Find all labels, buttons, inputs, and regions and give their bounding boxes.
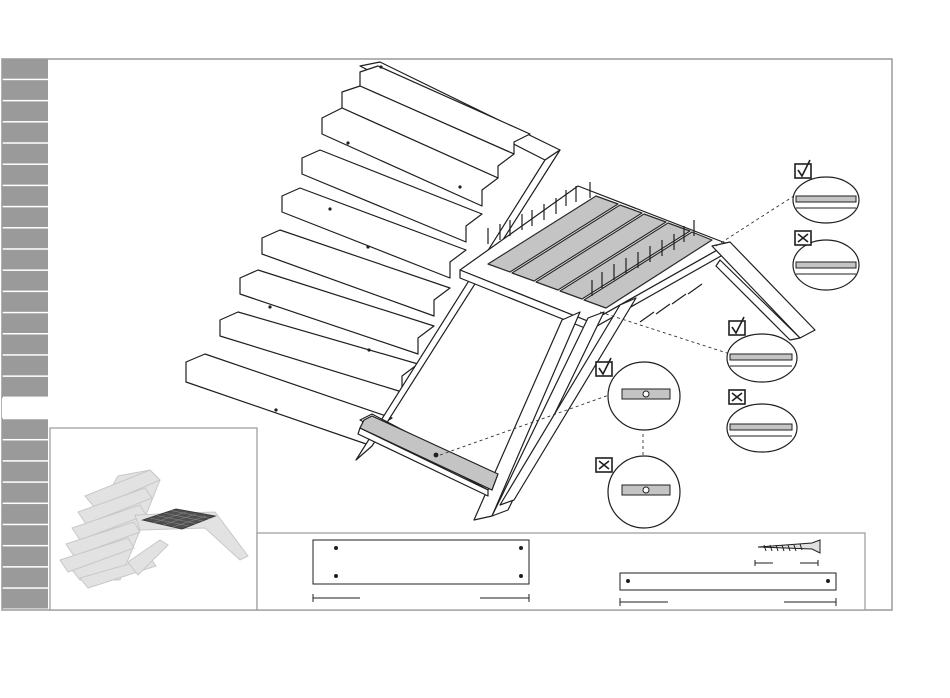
parts-panel [257,533,865,610]
section-tab[interactable] [2,250,48,270]
section-tab-active[interactable] [2,398,48,418]
check-box-icon [729,317,745,335]
section-tab[interactable] [2,80,48,100]
section-tab[interactable] [2,313,48,333]
section-tab[interactable] [2,229,48,249]
section-tab[interactable] [2,186,48,206]
section-tab[interactable] [2,165,48,185]
section-tab[interactable] [2,589,48,609]
section-tab[interactable] [2,59,48,79]
cross-box-icon [795,231,811,245]
section-tab[interactable] [2,440,48,460]
slide-assembly-drawing [186,62,815,520]
cross-box-icon [596,458,612,472]
section-tab[interactable] [2,335,48,355]
cross-box-icon [729,390,745,404]
check-box-icon [795,160,811,178]
section-tabs [2,59,48,609]
section-tab[interactable] [2,568,48,588]
ladder-steps [186,66,530,446]
section-tab[interactable] [2,101,48,121]
section-tab[interactable] [2,207,48,227]
section-tab[interactable] [2,546,48,566]
section-tab[interactable] [2,525,48,545]
overview-thumbnail [50,428,257,610]
section-tab[interactable] [2,123,48,143]
platform [460,186,728,330]
highlighted-batten [360,416,498,490]
section-tab[interactable] [2,483,48,503]
section-tab[interactable] [2,356,48,376]
section-tab[interactable] [2,504,48,524]
section-tab[interactable] [2,419,48,439]
section-tab[interactable] [2,292,48,312]
section-tab[interactable] [2,377,48,397]
section-tab[interactable] [2,271,48,291]
section-tab[interactable] [2,462,48,482]
section-tab[interactable] [2,144,48,164]
